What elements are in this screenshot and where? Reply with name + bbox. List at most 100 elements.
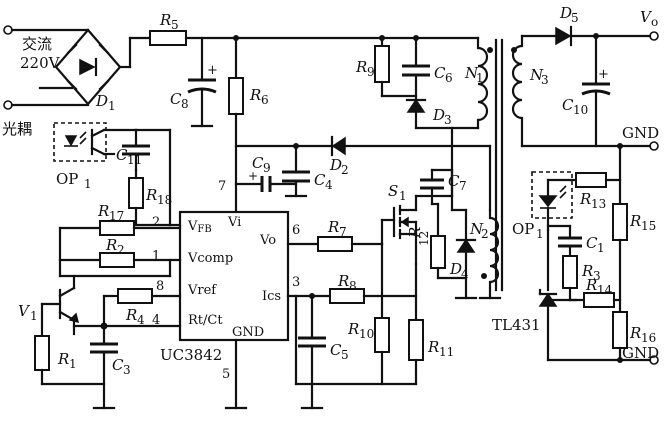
svg-text:2: 2 [341,163,349,177]
svg-text:5: 5 [571,11,579,25]
svg-text:C: C [586,234,598,252]
svg-text:4: 4 [137,313,145,327]
pin-vref-label: Vref [187,283,217,298]
svg-text:5: 5 [171,18,179,32]
svg-text:+: + [207,63,218,78]
n2-winding: N 2 [469,208,502,300]
svg-text:10: 10 [573,103,588,117]
svg-text:1: 1 [69,357,77,371]
svg-text:8: 8 [181,97,189,111]
svg-text:2: 2 [481,227,489,241]
svg-text:6: 6 [445,71,453,85]
svg-text:R: R [581,262,593,280]
r7-resistor: R 7 [286,218,384,252]
c4-capacitor: C 4 [282,143,333,198]
pin-vfb-label: VFB [187,219,212,235]
tl431-regulator: TL431 [492,228,652,362]
ac-voltage-label: 220V [20,54,61,72]
svg-text:D: D [559,4,572,22]
r1-resistor: R 1 [34,302,106,386]
r3-resistor: R 3 [562,255,601,302]
r4-resistor: R 4 [72,288,182,330]
svg-text:2: 2 [152,215,160,230]
pin-gnd-label: GND [232,325,264,340]
svg-text:3: 3 [541,73,549,87]
svg-text:D: D [329,156,342,174]
c1-capacitor: C 1 [546,224,605,258]
svg-text:C: C [448,172,460,190]
r16-resistor: R 16 GND [612,311,659,365]
c7-capacitor: C 7 [420,168,467,206]
v1-transistor: V 1 [18,274,80,336]
ac-input-label: 交流 [22,35,52,53]
svg-text:7: 7 [339,225,347,239]
svg-text:1: 1 [84,177,92,191]
d5-diode: D 5 V o [520,4,659,47]
svg-text:S: S [388,182,398,200]
svg-text:18: 18 [157,193,172,207]
svg-text:R: R [579,190,591,208]
svg-text:R: R [337,272,349,290]
pin-rtct-label: Rt/Ct [188,313,223,328]
svg-text:TL431: TL431 [492,316,541,334]
svg-text:N: N [464,64,479,82]
svg-text:1: 1 [30,309,38,323]
svg-text:R: R [327,218,339,236]
r12-resistor: R 12 [406,202,446,280]
svg-text:6: 6 [292,223,300,238]
svg-text:1: 1 [597,241,605,255]
svg-text:R: R [355,58,367,76]
svg-text:R: R [629,324,641,342]
svg-text:C: C [116,146,128,164]
svg-text:N: N [469,220,484,238]
svg-text:R: R [57,350,69,368]
uc3842-chip: VFB Vcomp Vref Rt/Ct GND Vi Vo Ics UC384… [152,210,300,382]
svg-text:13: 13 [591,197,606,211]
svg-text:16: 16 [641,331,656,345]
svg-text:R: R [629,212,641,230]
r5-resistor: R 5 [128,11,480,46]
svg-text:C: C [170,90,182,108]
svg-text:7: 7 [218,179,226,194]
svg-text:9: 9 [367,65,375,79]
svg-text:8: 8 [156,279,164,294]
svg-text:R: R [145,186,157,204]
svg-text:C: C [562,96,574,114]
svg-text:R: R [125,306,137,324]
r14-resistor: R 14 [568,276,622,308]
c3-capacitor: C 3 [90,324,131,410]
svg-text:1: 1 [108,99,116,113]
bridge-label: D [95,92,108,110]
optocoupler-left: 光耦 OP 1 [2,120,138,191]
svg-text:4: 4 [461,267,469,281]
s1-mosfet: S 1 [380,182,454,266]
d3-diode [406,98,426,113]
c11-r18-network: C 11 R 18 [116,128,182,227]
ac-terminal-top [3,25,13,35]
d4-diode: D 4 [436,208,478,300]
svg-text:11: 11 [127,153,142,167]
svg-text:R: R [427,338,439,356]
svg-text:R: R [585,276,597,294]
svg-text:1: 1 [536,227,544,241]
r17-r2-network: R 17 R 2 [58,202,182,278]
svg-text:+: + [598,67,609,82]
pin-ics-label: Ics [262,289,281,304]
chip-ground [224,338,248,410]
svg-text:OP: OP [512,220,534,238]
svg-text:V: V [18,302,31,320]
svg-text:C: C [252,154,264,172]
svg-text:9: 9 [263,161,271,175]
svg-text:GND: GND [622,124,659,142]
svg-text:11: 11 [439,345,454,359]
svg-text:1: 1 [399,189,407,203]
bridge-rectifier-d1: D 1 [54,28,132,113]
svg-text:12: 12 [417,231,431,246]
svg-text:R: R [347,320,359,338]
c10-capacitor: + C 10 [562,33,611,148]
svg-text:GND: GND [622,344,659,362]
svg-text:N: N [529,66,544,84]
svg-text:3: 3 [593,269,601,283]
svg-text:17: 17 [109,209,124,223]
svg-text:D: D [432,106,445,124]
